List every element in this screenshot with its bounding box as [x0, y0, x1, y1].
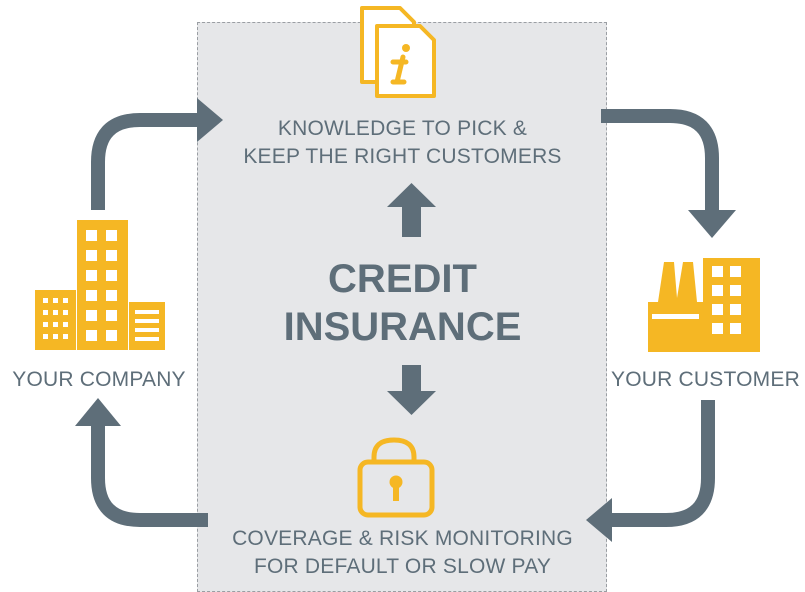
up-arrow-icon: [387, 183, 436, 237]
center-title: CREDIT INSURANCE: [200, 255, 605, 351]
factory-icon: [648, 258, 760, 352]
bottom-benefit-line2: FOR DEFAULT OR SLOW PAY: [253, 555, 552, 578]
top-benefit-line2: KEEP THE RIGHT CUSTOMERS: [243, 145, 562, 168]
flow-arrow-top-left: [91, 98, 223, 210]
down-arrow-icon: [387, 365, 436, 415]
top-benefit-label: KNOWLEDGE TO PICK & KEEP THE RIGHT CUSTO…: [205, 115, 600, 171]
center-title-line2: INSURANCE: [283, 305, 522, 349]
bottom-benefit-label: COVERAGE & RISK MONITORING FOR DEFAULT O…: [200, 525, 605, 581]
center-title-line1: CREDIT: [328, 257, 477, 301]
info-documents-icon: [360, 6, 436, 98]
bottom-benefit-line1: COVERAGE & RISK MONITORING: [232, 527, 573, 550]
flow-arrow-bottom-left: [75, 398, 208, 527]
your-company-label: YOUR COMPANY: [12, 368, 186, 391]
flow-arrow-bottom-right: [586, 400, 715, 542]
office-buildings-icon: [35, 220, 165, 350]
flow-arrow-top-right: [601, 109, 736, 238]
padlock-icon: [357, 437, 435, 518]
center-panel: [197, 22, 607, 592]
top-benefit-line1: KNOWLEDGE TO PICK &: [277, 117, 528, 140]
your-customer-label: YOUR CUSTOMER: [611, 368, 800, 391]
